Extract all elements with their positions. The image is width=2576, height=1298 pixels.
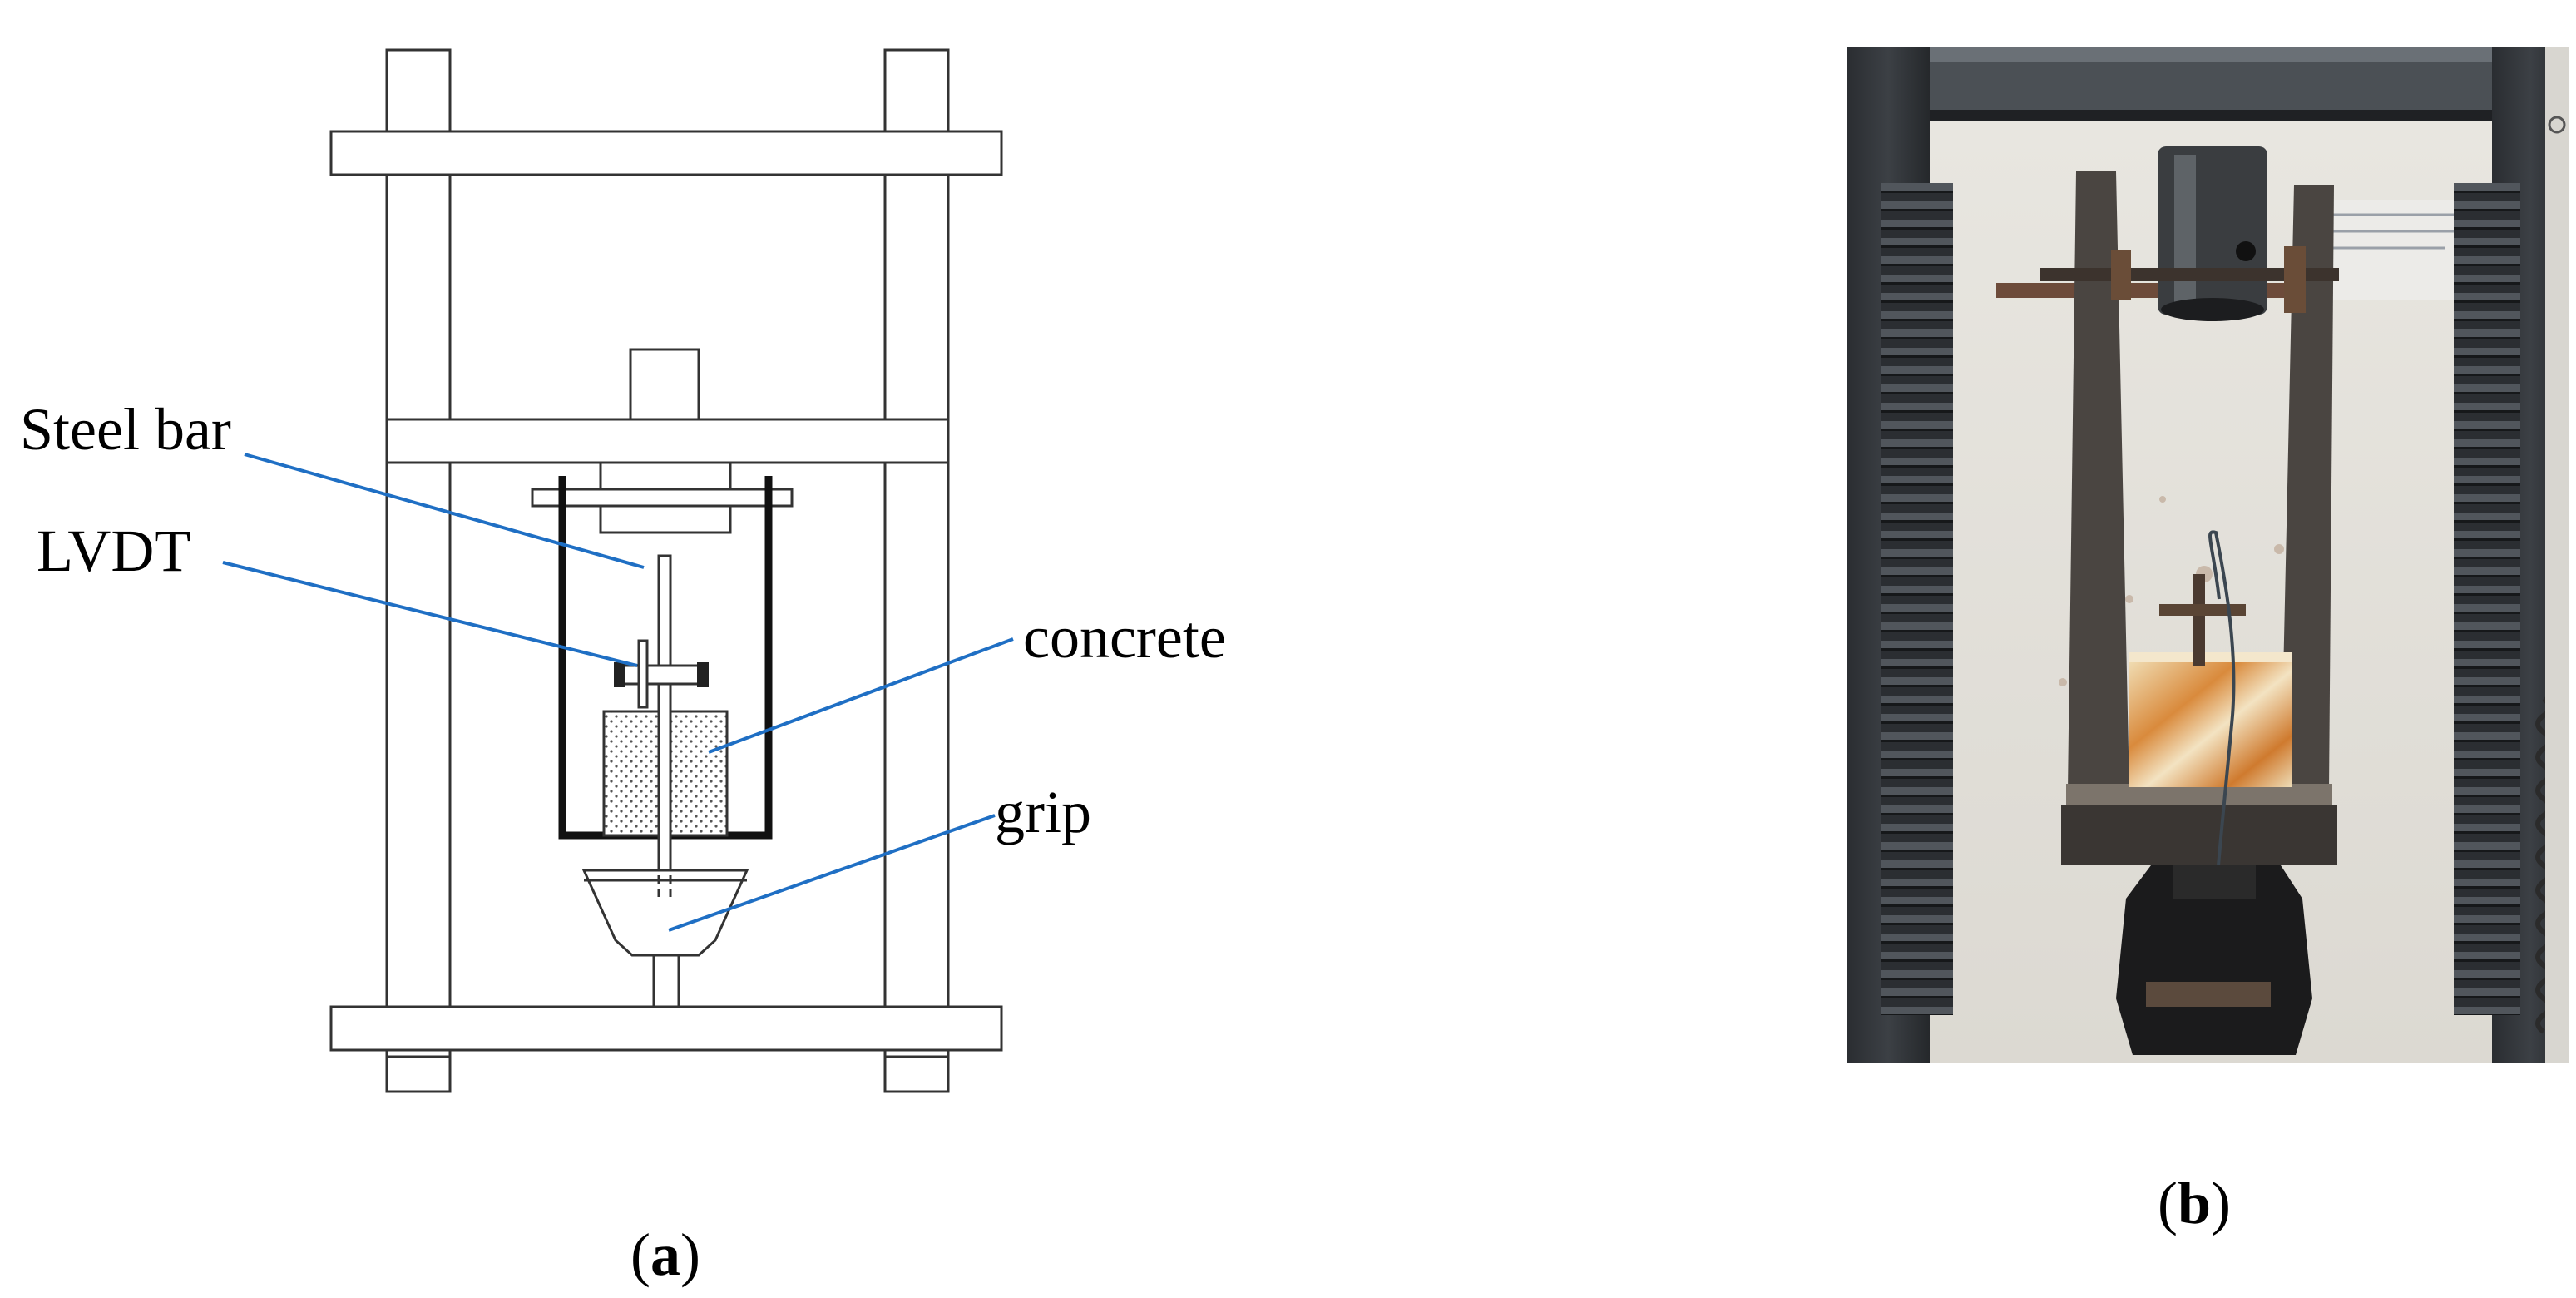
cradle-left-plate xyxy=(2068,171,2129,790)
concrete-cube-top xyxy=(2129,652,2292,662)
photo-steel-bar xyxy=(2193,574,2205,666)
grip-stem xyxy=(652,954,680,1008)
lower-grip xyxy=(2116,865,2312,1055)
upper-chuck-highlight xyxy=(2174,155,2196,305)
crosshead-underside xyxy=(1896,110,2530,121)
upper-chuck xyxy=(2158,146,2267,315)
label-steel-bar: Steel bar xyxy=(20,396,231,463)
chuck-hole xyxy=(2236,241,2256,261)
right-column xyxy=(883,48,950,1058)
cradle-bottom-plate xyxy=(2066,784,2332,805)
left-column xyxy=(385,48,452,1058)
cradle-right-plate xyxy=(2281,185,2334,790)
caption-a: (a) xyxy=(630,1221,700,1288)
right-louvers xyxy=(2454,183,2520,1015)
right-column-upper xyxy=(883,48,950,133)
photo-lvdt-clamp xyxy=(2159,604,2246,616)
top-crossbeam xyxy=(329,130,1003,176)
cradle-bottom-edge xyxy=(2061,805,2337,865)
concrete-cube xyxy=(2129,657,2292,787)
lvdt-right-nut xyxy=(697,662,709,687)
pin-nut-right xyxy=(2284,246,2306,313)
middle-crossbeam xyxy=(385,418,950,464)
leader-steel-bar xyxy=(244,453,645,569)
pin-nut-left xyxy=(2111,250,2131,300)
lower-grip-insert xyxy=(2146,982,2271,1007)
grip-funnel xyxy=(581,869,749,957)
edge-icon xyxy=(2548,116,2566,134)
leader-concrete xyxy=(708,637,1014,754)
cross-pin xyxy=(531,488,794,508)
schematic-diagram: Steel bar LVDT concrete grip (a) xyxy=(20,48,1226,1288)
chuck-bottom xyxy=(2161,298,2264,321)
lvdt-clamp-bar xyxy=(621,664,707,686)
caption-b: (b) xyxy=(2158,1170,2231,1236)
label-grip: grip xyxy=(995,779,1091,845)
test-setup-photograph xyxy=(1847,47,2569,1063)
steel-bar xyxy=(657,554,672,900)
lvdt-left-nut xyxy=(614,662,625,687)
label-concrete: concrete xyxy=(1023,604,1226,671)
lower-grip-stem xyxy=(2173,865,2256,899)
right-edge-panel xyxy=(2545,47,2569,1063)
label-lvdt: LVDT xyxy=(37,518,190,584)
left-louvers xyxy=(1881,183,1953,1015)
load-cell xyxy=(629,348,700,421)
leader-grip xyxy=(668,814,996,932)
leader-lvdt xyxy=(222,561,638,667)
crosshead-highlight xyxy=(1896,47,2530,62)
lvdt-sensor xyxy=(637,639,649,709)
bottom-base xyxy=(329,1005,1003,1052)
left-column-upper xyxy=(385,48,452,133)
